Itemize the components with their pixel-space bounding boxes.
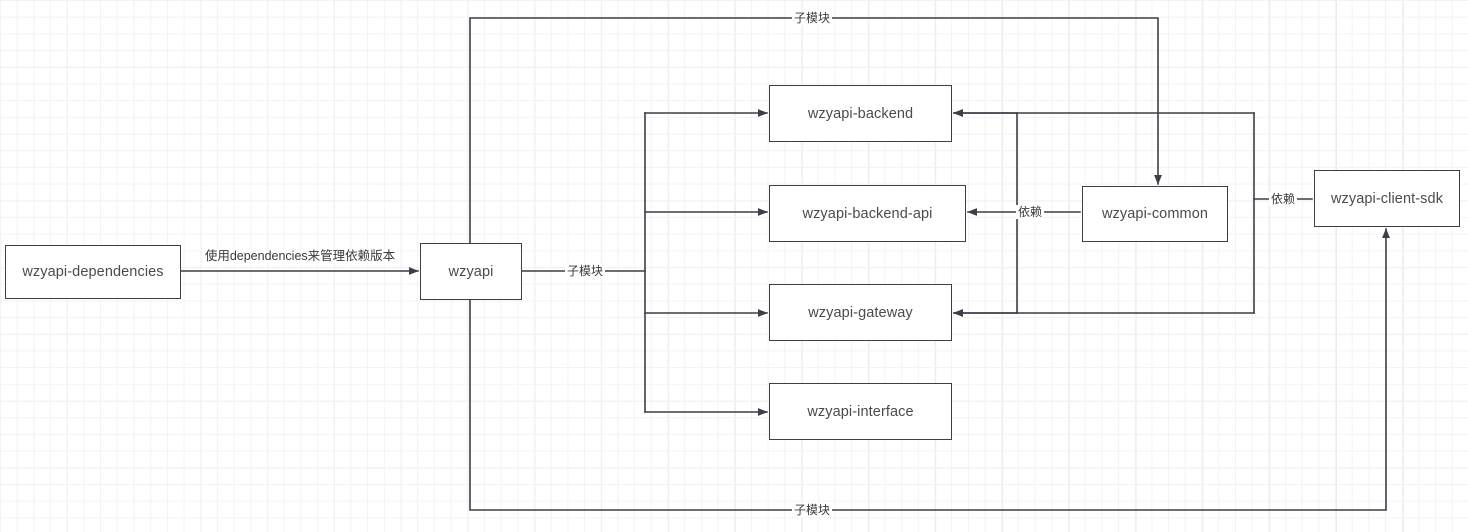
node-wzyapi-dependencies[interactable]: wzyapi-dependencies — [5, 245, 181, 299]
node-wzyapi[interactable]: wzyapi — [420, 243, 522, 300]
edge-label-client-sdk-depend: 依赖 — [1268, 192, 1298, 206]
edge-label-dependency-version: 使用dependencies来管理依赖版本 — [202, 249, 398, 263]
node-label: wzyapi-client-sdk — [1330, 190, 1444, 207]
node-wzyapi-common[interactable]: wzyapi-common — [1082, 186, 1228, 242]
node-label: wzyapi-common — [1101, 206, 1209, 222]
node-label: wzyapi-interface — [807, 403, 914, 420]
node-label: wzyapi-gateway — [808, 304, 913, 321]
node-label: wzyapi-dependencies — [22, 264, 164, 280]
node-wzyapi-backend[interactable]: wzyapi-backend — [769, 85, 952, 142]
edge-label-wzyapi-submodule: 子模块 — [564, 264, 606, 278]
node-wzyapi-gateway[interactable]: wzyapi-gateway — [769, 284, 952, 341]
node-wzyapi-backend-api[interactable]: wzyapi-backend-api — [769, 185, 966, 242]
edge-wzyapi-to-client-sdk — [469, 228, 1390, 511]
node-label: wzyapi-backend — [807, 105, 914, 122]
node-label: wzyapi — [448, 263, 494, 280]
node-wzyapi-interface[interactable]: wzyapi-interface — [769, 383, 952, 440]
node-wzyapi-client-sdk[interactable]: wzyapi-client-sdk — [1314, 170, 1460, 227]
edge-label-top-submodule: 子模块 — [791, 11, 833, 25]
node-label: wzyapi-backend-api — [802, 205, 933, 222]
edge-label-bottom-submodule: 子模块 — [791, 503, 833, 517]
edge-label-common-depend: 依赖 — [1015, 205, 1045, 219]
